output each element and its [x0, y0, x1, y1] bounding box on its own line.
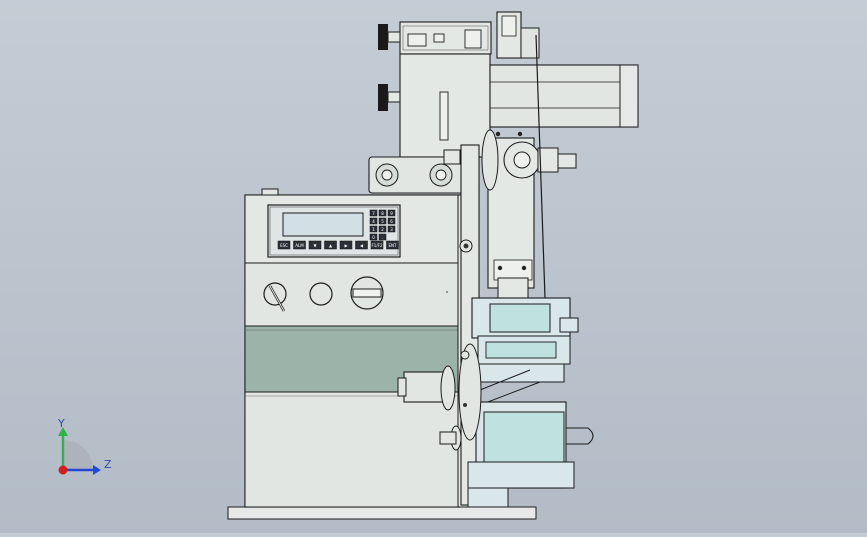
- lid-handle: [261, 188, 279, 196]
- function-keys: ESC ALM ▼ ▲ ▶ ◀ F1/F2 ENT: [277, 240, 399, 250]
- selector-switch[interactable]: [263, 282, 287, 312]
- origin-point: [58, 465, 68, 475]
- keypad-key[interactable]: 5: [378, 217, 387, 225]
- keypad-key-label: 2: [381, 227, 384, 232]
- base-plate: [227, 506, 537, 520]
- keypad-key-label: 4: [372, 219, 375, 224]
- keypad-key[interactable]: 7: [369, 209, 378, 217]
- function-key[interactable]: F1/F2: [370, 240, 384, 250]
- top-motor-assembly: [378, 11, 540, 158]
- adjust-dial[interactable]: [350, 276, 384, 310]
- keypad-key-label: 0: [372, 235, 375, 240]
- keypad-key-label: 8: [381, 211, 384, 216]
- pulley-lower: [378, 84, 401, 111]
- keypad-key-label: 3: [390, 227, 393, 232]
- keypad-key-label: 7: [372, 211, 375, 216]
- function-key-label: ◀: [360, 243, 364, 248]
- keypad-key[interactable]: 2: [378, 225, 387, 233]
- keypad-key[interactable]: 0: [369, 233, 378, 241]
- function-key-label: ESC: [280, 243, 288, 248]
- keypad-key-label: 5: [381, 219, 384, 224]
- lcd-display: [282, 212, 364, 237]
- function-key[interactable]: ESC: [277, 240, 291, 250]
- axis-triad: Y Z: [57, 417, 112, 475]
- keypad-key-label: 1: [372, 227, 375, 232]
- keypad-key[interactable]: 3: [387, 225, 396, 233]
- keypad-key[interactable]: .: [378, 233, 387, 241]
- keypad-key[interactable]: 9: [387, 209, 396, 217]
- function-key[interactable]: ▼: [308, 240, 322, 250]
- function-key[interactable]: ◀: [355, 240, 368, 250]
- side-motor: [397, 343, 482, 451]
- function-key-label: ENT: [389, 243, 398, 248]
- function-key-label: ▶: [344, 243, 348, 248]
- hmi-panel: 7 8 9 4 5 6 1 2 3 0. ESC ALM ▼ ▲ ▶ ◀ F1/F2 ENT: [267, 204, 401, 258]
- function-key[interactable]: ▶: [339, 240, 353, 250]
- y-axis-label: Y: [57, 417, 65, 430]
- keypad-key-label: 9: [390, 211, 393, 216]
- pulley-upper: [378, 24, 401, 50]
- keypad-key[interactable]: 4: [369, 217, 378, 225]
- function-key[interactable]: ▲: [324, 240, 337, 250]
- keypad-key[interactable]: 8: [378, 209, 387, 217]
- keypad-key-label: 6: [390, 219, 393, 224]
- gripper-assembly: [467, 297, 594, 508]
- function-key-label: ▲: [329, 243, 333, 248]
- keypad-key[interactable]: 1: [369, 225, 378, 233]
- function-key[interactable]: ALM: [293, 240, 306, 250]
- numeric-keypad: 7 8 9 4 5 6 1 2 3 0.: [369, 209, 396, 241]
- push-button[interactable]: [309, 282, 333, 306]
- function-key-label: ALM: [295, 243, 304, 248]
- z-axis-label: Z: [104, 458, 112, 471]
- keypad-key-label: .: [382, 235, 383, 240]
- keypad-key[interactable]: 6: [387, 217, 396, 225]
- function-key-label: F1/F2: [371, 243, 382, 248]
- vertical-arm: [443, 34, 577, 506]
- function-key-label: ▼: [313, 243, 317, 248]
- horizontal-rail: [489, 64, 639, 128]
- function-key[interactable]: ENT: [386, 240, 399, 250]
- bracket-plate: [368, 156, 466, 194]
